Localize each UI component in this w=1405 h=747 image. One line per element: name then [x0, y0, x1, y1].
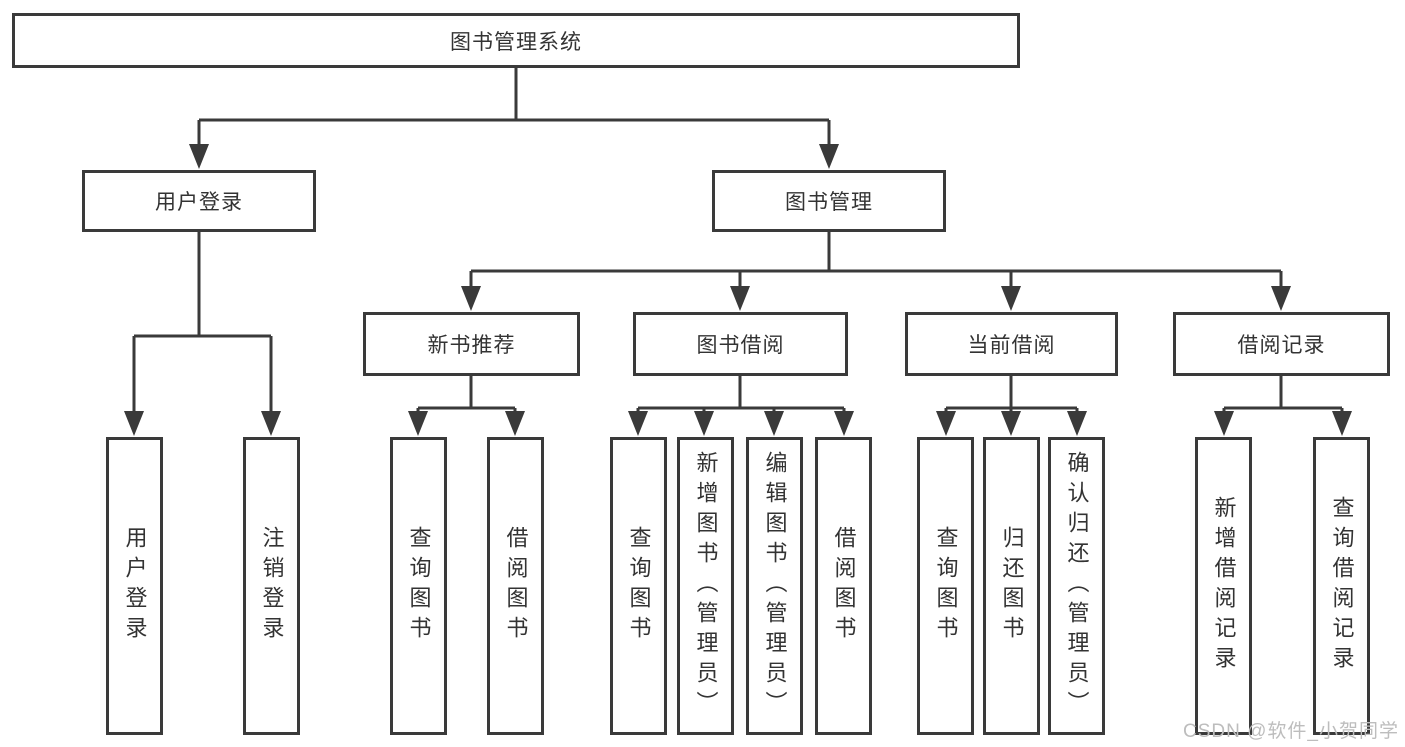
leaf-borrowing-edit-books-admin-label: 编辑图书（管理员）	[762, 451, 788, 721]
leaf-logout-label: 注销登录	[259, 526, 285, 646]
arrowhead	[461, 286, 481, 311]
connector-borrowing-records-to-leaves	[1214, 375, 1352, 436]
leaf-current-query-books: 查询图书	[917, 437, 974, 735]
arrowhead	[819, 144, 839, 169]
arrowhead	[261, 411, 281, 436]
arrowhead	[124, 411, 144, 436]
leaf-records-add-record: 新增借阅记录	[1195, 437, 1252, 735]
arrowhead	[505, 411, 525, 436]
node-root-label: 图书管理系统	[450, 30, 582, 54]
connector-line	[197, 68, 831, 146]
leaf-user-login: 用户登录	[106, 437, 163, 735]
connector-line	[944, 375, 1079, 413]
arrowhead	[1332, 411, 1352, 436]
leaf-current-confirm-return-admin: 确认归还（管理员）	[1048, 437, 1105, 735]
connector-book-management-to-level3	[461, 232, 1291, 311]
leaf-current-return-books: 归还图书	[983, 437, 1040, 735]
leaf-borrowing-add-books-admin: 新增图书（管理员）	[677, 437, 734, 735]
arrowhead	[834, 411, 854, 436]
leaf-records-query-record: 查询借阅记录	[1313, 437, 1370, 735]
arrowhead	[189, 144, 209, 169]
leaf-user-login-label: 用户登录	[122, 526, 148, 646]
arrowhead	[1001, 286, 1021, 311]
arrowhead	[1271, 286, 1291, 311]
connector-line	[1222, 375, 1344, 413]
connector-line	[469, 232, 1283, 288]
leaf-records-add-record-label: 新增借阅记录	[1211, 496, 1237, 676]
leaf-recommend-query-books: 查询图书	[390, 437, 447, 735]
leaf-current-return-books-label: 归还图书	[999, 526, 1025, 646]
connector-line	[416, 375, 517, 413]
leaf-current-query-books-label: 查询图书	[933, 526, 959, 646]
arrowhead	[1214, 411, 1234, 436]
leaf-logout: 注销登录	[243, 437, 300, 735]
node-borrowing-records-label: 借阅记录	[1237, 334, 1326, 357]
arrowhead	[936, 411, 956, 436]
arrowhead	[408, 411, 428, 436]
leaf-borrowing-query-books: 查询图书	[610, 437, 667, 735]
node-book-management: 图书管理	[712, 170, 946, 232]
arrowhead	[764, 411, 784, 436]
leaf-recommend-borrow-books: 借阅图书	[487, 437, 544, 735]
leaf-borrowing-borrow-books-label: 借阅图书	[831, 526, 857, 646]
arrowhead	[730, 286, 750, 311]
watermark-csdn: CSDN @软件_小贺同学	[1183, 721, 1399, 742]
node-book-management-label: 图书管理	[785, 191, 873, 214]
leaf-borrowing-edit-books-admin: 编辑图书（管理员）	[746, 437, 803, 735]
connector-current-borrowing-to-leaves	[936, 375, 1087, 436]
connector-book-borrowing-to-leaves	[628, 375, 854, 436]
connector-user-login-to-leaves	[124, 232, 281, 436]
node-user-login-label: 用户登录	[155, 191, 243, 214]
connector-new-book-recommend-to-leaves	[408, 375, 525, 436]
leaf-recommend-query-books-label: 查询图书	[406, 526, 432, 646]
connector-root-to-level2	[189, 68, 839, 169]
arrowhead	[1001, 411, 1021, 436]
leaf-borrowing-borrow-books: 借阅图书	[815, 437, 872, 735]
connector-line	[132, 232, 273, 413]
node-current-borrowing-label: 当前借阅	[967, 334, 1056, 357]
leaf-records-query-record-label: 查询借阅记录	[1329, 496, 1355, 676]
arrowhead	[694, 411, 714, 436]
arrowhead	[1067, 411, 1087, 436]
node-root: 图书管理系统	[12, 13, 1020, 68]
node-new-book-recommend-label: 新书推荐	[427, 334, 516, 357]
leaf-borrowing-query-books-label: 查询图书	[626, 526, 652, 646]
connector-line	[636, 375, 846, 413]
leaf-recommend-borrow-books-label: 借阅图书	[503, 526, 529, 646]
node-book-borrowing-label: 图书借阅	[696, 334, 785, 357]
node-current-borrowing: 当前借阅	[905, 312, 1118, 376]
node-new-book-recommend: 新书推荐	[363, 312, 580, 376]
arrowhead	[628, 411, 648, 436]
node-user-login: 用户登录	[82, 170, 316, 232]
node-borrowing-records: 借阅记录	[1173, 312, 1390, 376]
leaf-current-confirm-return-admin-label: 确认归还（管理员）	[1064, 451, 1090, 721]
node-book-borrowing: 图书借阅	[633, 312, 848, 376]
leaf-borrowing-add-books-admin-label: 新增图书（管理员）	[693, 451, 719, 721]
